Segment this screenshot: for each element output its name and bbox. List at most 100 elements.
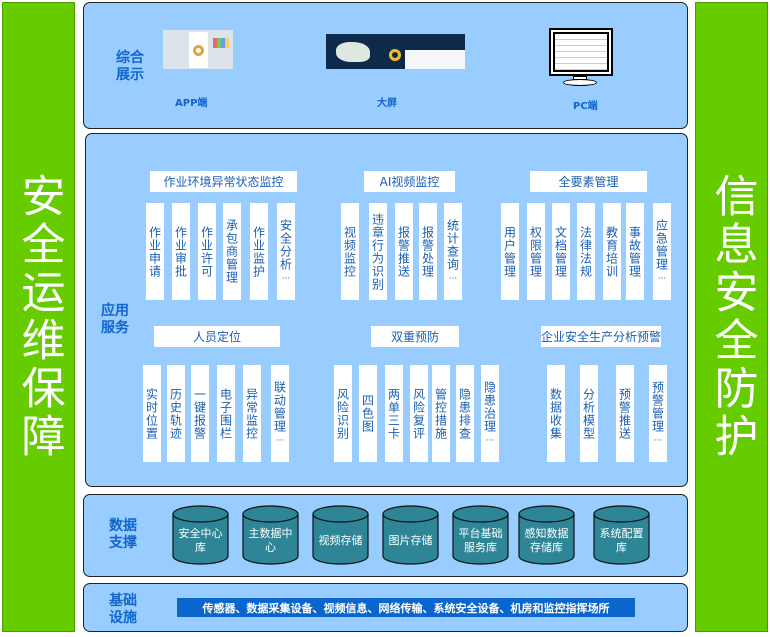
module-item: 承包商管理 xyxy=(223,203,241,300)
more-ellipsis: ··· xyxy=(448,274,458,284)
module-item: 风险复评 xyxy=(410,365,428,462)
module-label: 违章行为识别 xyxy=(370,212,385,291)
bigscreen-caption: 大屏 xyxy=(377,98,397,109)
module-item: 电子围栏 xyxy=(217,365,235,462)
module-label: 两单三卡 xyxy=(386,387,401,440)
database-icon xyxy=(452,505,509,565)
module-item: 异常监控 xyxy=(243,365,261,462)
group-header: 全要素管理 xyxy=(530,171,647,192)
module-item: 报警处理 xyxy=(419,203,437,300)
module-label: 一键报警 xyxy=(192,387,207,440)
module-label: 报警处理 xyxy=(420,225,435,278)
database-icon xyxy=(242,505,299,565)
module-item: 报警推送 xyxy=(395,203,413,300)
database-cylinder: 图片存储 xyxy=(382,505,439,565)
module-label: 风险复评 xyxy=(411,387,426,440)
app-caption: APP端 xyxy=(175,98,208,109)
database-cylinder: 安全中心库 xyxy=(172,505,229,565)
bigscreen-screenshot xyxy=(326,34,465,69)
infrastructure-list: 传感器、数据采集设备、视频信息、网络传输、系统安全设备、机房和监控指挥场所 xyxy=(177,598,635,617)
module-item: 教育培训 xyxy=(603,203,621,300)
module-label: 预警推送 xyxy=(617,387,632,440)
database-cylinder: 视频存储 xyxy=(312,505,369,565)
module-label: 电子围栏 xyxy=(218,387,233,440)
module-item: 作业许可 xyxy=(198,203,216,300)
module-label: 实时位置 xyxy=(144,387,159,440)
database-icon xyxy=(172,505,229,565)
module-label: 权限管理 xyxy=(528,225,543,278)
more-ellipsis: ··· xyxy=(653,436,663,446)
ops-security-bar: 安全运维保障 xyxy=(2,2,75,632)
module-item: 一键报警 xyxy=(191,365,209,462)
module-label: 四色图 xyxy=(360,394,375,433)
database-icon xyxy=(382,505,439,565)
module-label: 教育培训 xyxy=(604,225,619,278)
module-item: 风险识别 xyxy=(334,365,352,462)
module-label: 作业许可 xyxy=(199,225,214,278)
module-item: 作业申请 xyxy=(146,203,164,300)
group-header: 双重预防 xyxy=(371,326,459,347)
more-ellipsis: ··· xyxy=(485,436,495,446)
module-item: 历史轨迹 xyxy=(167,365,185,462)
module-item: 预警推送 xyxy=(616,365,634,462)
database-label: 视频存储 xyxy=(318,534,363,547)
module-item: 四色图 xyxy=(359,365,377,462)
database-icon xyxy=(593,505,650,565)
module-item: 数据收集 xyxy=(547,365,565,462)
module-label: 应急管理 xyxy=(654,219,669,271)
module-item: 权限管理 xyxy=(527,203,545,300)
module-label: 数据收集 xyxy=(548,387,563,440)
module-label: 隐患排查 xyxy=(457,387,472,440)
module-item: 统计查询 ··· xyxy=(444,203,462,300)
group-header: 人员定位 xyxy=(154,326,280,347)
pc-caption: PC端 xyxy=(573,101,598,112)
database-label: 感知数据存储库 xyxy=(524,527,569,554)
module-item: 视频监控 xyxy=(341,203,359,300)
module-item: 管控措施 xyxy=(432,365,450,462)
module-label: 用户管理 xyxy=(502,225,517,278)
module-label: 异常监控 xyxy=(244,387,259,440)
module-item: 事故管理 xyxy=(626,203,644,300)
module-label: 承包商管理 xyxy=(224,219,239,284)
database-icon xyxy=(518,505,575,565)
group-header: 企业安全生产分析预警 xyxy=(541,326,661,347)
module-label: 风险识别 xyxy=(335,387,350,440)
database-label: 系统配置库 xyxy=(599,527,644,554)
more-ellipsis: ··· xyxy=(275,436,285,446)
module-item: 隐患治理··· xyxy=(481,365,499,462)
module-item: 两单三卡 xyxy=(385,365,403,462)
module-label: 预警管理 xyxy=(650,381,665,433)
module-label: 安全分析 xyxy=(278,219,293,271)
module-label: 法律法规 xyxy=(578,225,593,278)
database-label: 主数据中心 xyxy=(248,527,293,554)
database-label: 安全中心库 xyxy=(178,527,223,554)
more-ellipsis: ··· xyxy=(281,274,291,284)
group-header: AI视频监控 xyxy=(364,171,455,192)
module-item: 作业审批 xyxy=(172,203,190,300)
module-item: 文档管理 xyxy=(552,203,570,300)
module-label: 分析模型 xyxy=(581,387,596,440)
infrastructure-layer-label: 基础设施 xyxy=(109,593,137,626)
info-security-bar: 信息安全防护 xyxy=(695,2,768,632)
module-item: 联动管理··· xyxy=(271,365,289,462)
database-label: 平台基础服务库 xyxy=(458,527,503,554)
module-label: 统计查询 xyxy=(445,219,460,271)
database-cylinder: 感知数据存储库 xyxy=(518,505,575,565)
module-label: 文档管理 xyxy=(553,225,568,278)
module-label: 管控措施 xyxy=(433,387,448,440)
module-label: 作业监护 xyxy=(251,225,266,278)
module-item: 违章行为识别 xyxy=(369,203,387,300)
more-ellipsis: ··· xyxy=(657,274,667,284)
display-layer-label: 综合展示 xyxy=(116,50,144,83)
module-item: 作业监护 xyxy=(250,203,268,300)
module-item: 分析模型 xyxy=(580,365,598,462)
module-item: 法律法规 xyxy=(577,203,595,300)
ops-security-label: 安全运维保障 xyxy=(13,173,65,461)
module-label: 作业申请 xyxy=(147,225,162,278)
pc-monitor-icon xyxy=(549,28,613,86)
group-header: 作业环境异常状态监控 xyxy=(150,171,297,192)
info-security-label: 信息安全防护 xyxy=(706,173,758,461)
module-item: 应急管理 ··· xyxy=(653,203,671,300)
application-layer-label: 应用服务 xyxy=(101,303,129,336)
module-item: 用户管理 xyxy=(501,203,519,300)
